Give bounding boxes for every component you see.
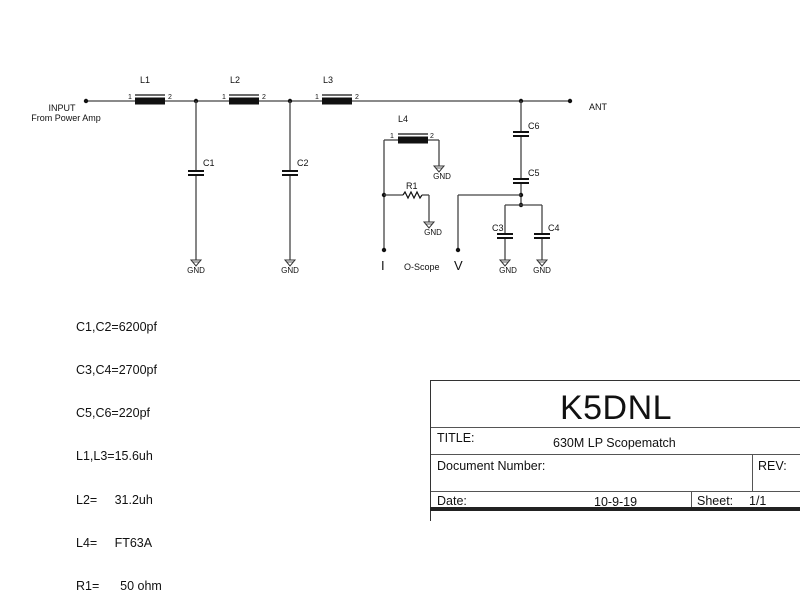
current-probe-label: I	[381, 258, 385, 273]
svg-text:C3: C3	[492, 223, 504, 233]
title-divider	[431, 427, 800, 428]
svg-text:2: 2	[262, 94, 266, 101]
sheet-label: Sheet:	[697, 494, 734, 508]
svg-text:2: 2	[355, 94, 359, 101]
capacitor-c4: C4 GND	[533, 205, 560, 275]
doc-divider	[431, 454, 800, 455]
page-edge	[430, 507, 800, 511]
sheet-value: 1/1	[749, 494, 767, 508]
svg-text:GND: GND	[281, 266, 299, 275]
date-value: 10-9-19	[594, 495, 638, 509]
svg-text:1: 1	[128, 94, 132, 101]
note-line: R1= 50 ohm	[76, 579, 162, 594]
svg-text:GND: GND	[187, 266, 205, 275]
sheet-divider	[691, 491, 692, 511]
ant-label: ANT	[589, 102, 608, 112]
input-label: INPUT	[49, 103, 77, 113]
svg-text:1: 1	[390, 133, 394, 140]
voltage-probe-label: V	[454, 258, 463, 273]
svg-text:L4: L4	[398, 114, 408, 124]
oscope-label: O-Scope	[404, 262, 440, 272]
svg-text:L3: L3	[323, 75, 333, 85]
resistor-r1: R1 GND	[384, 181, 442, 237]
svg-text:C2: C2	[297, 158, 309, 168]
date-label: Date:	[437, 494, 467, 508]
inductor-l3: L3 1 2	[315, 75, 359, 106]
svg-text:2: 2	[430, 133, 434, 140]
note-line: L1,L3=15.6uh	[76, 449, 153, 464]
svg-text:C1: C1	[203, 158, 215, 168]
svg-text:GND: GND	[533, 266, 551, 275]
component-values: C1,C2=6200pf C3,C4=2700pf C5,C6=220pf L1…	[76, 291, 162, 608]
capacitor-c2: C2 GND	[281, 101, 309, 275]
svg-text:L2: L2	[230, 75, 240, 85]
rev-label: REV:	[758, 459, 787, 473]
svg-text:GND: GND	[499, 266, 517, 275]
note-line: C3,C4=2700pf	[76, 363, 157, 378]
note-line: L2= 31.2uh	[76, 492, 153, 507]
company-name: K5DNL	[559, 389, 673, 427]
svg-text:C5: C5	[528, 168, 540, 178]
svg-text:L1: L1	[140, 75, 150, 85]
svg-text:GND: GND	[433, 172, 451, 181]
svg-text:C4: C4	[548, 223, 560, 233]
capacitor-c3: C3 GND	[492, 205, 517, 275]
svg-text:C6: C6	[528, 121, 540, 131]
inductor-l2: L2 1 2	[222, 75, 266, 106]
svg-text:2: 2	[168, 94, 172, 101]
input-sublabel: From Power Amp	[31, 113, 101, 123]
svg-text:1: 1	[222, 94, 226, 101]
note-line: C1,C2=6200pf	[76, 319, 157, 334]
svg-text:R1: R1	[406, 181, 418, 191]
date-divider	[431, 491, 800, 492]
title-block: K5DNL TITLE: 630M LP Scopematch Document…	[430, 380, 800, 521]
capacitor-c6: C6	[512, 101, 540, 178]
capacitor-c1: C1 GND	[187, 101, 215, 275]
svg-text:GND: GND	[424, 228, 442, 237]
inductor-l1: L1 1 2	[128, 75, 172, 106]
svg-text:1: 1	[315, 94, 319, 101]
title-label: TITLE:	[437, 431, 475, 445]
note-line: C5,C6=220pf	[76, 406, 151, 421]
schematic-canvas: INPUT From Power Amp ANT L1 1 2 L2 1 2 L…	[31, 75, 608, 275]
title-value: 630M LP Scopematch	[553, 436, 676, 450]
capacitor-c5: C5	[455, 168, 542, 253]
doc-number-label: Document Number:	[437, 459, 546, 473]
rev-divider	[752, 454, 753, 491]
note-line: L4= FT63A	[76, 535, 153, 550]
